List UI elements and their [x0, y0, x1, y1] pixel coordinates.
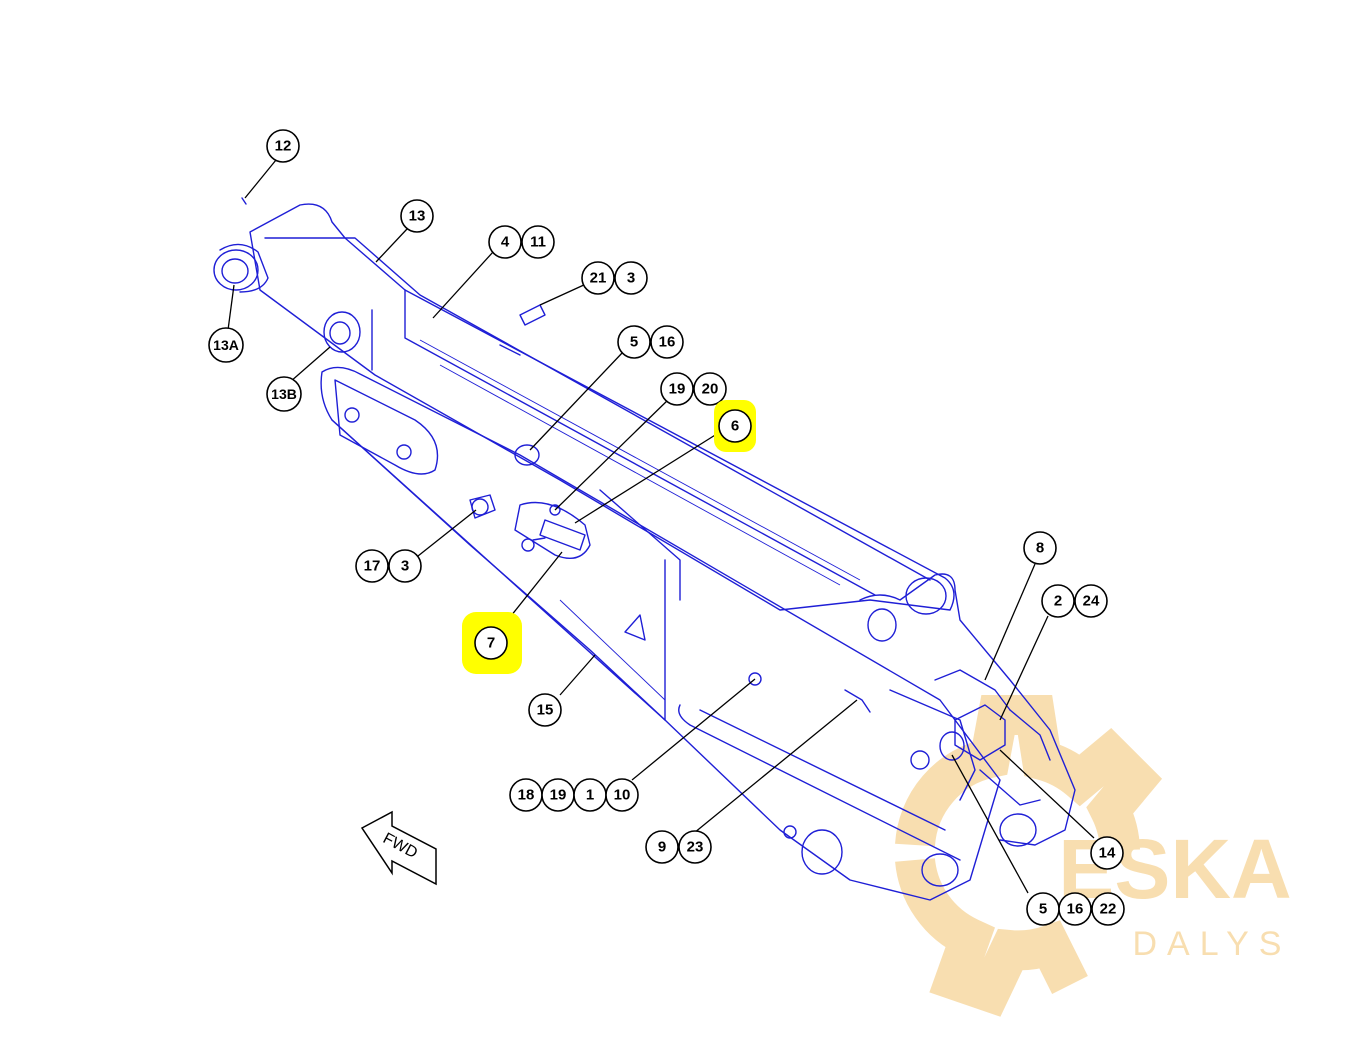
callout-label: 1 [586, 787, 594, 804]
pivot-13a [213, 249, 259, 291]
callout-6-highlighted[interactable]: 6 [714, 400, 756, 452]
callout-12[interactable]: 12 [266, 129, 300, 163]
callout-4-11[interactable]: 4 11 [488, 225, 555, 259]
pivot-13b [323, 311, 361, 353]
watermark-sub: DALYS [1133, 925, 1292, 963]
hex-nut [954, 704, 1006, 761]
callout-label: 17 [364, 558, 381, 575]
callout-7-highlighted[interactable]: 7 [462, 612, 522, 674]
callout-label: 10 [614, 787, 631, 804]
fwd-arrow-icon: FWD [360, 810, 437, 886]
callout-label: 16 [1067, 901, 1084, 918]
callout-label: 22 [1100, 901, 1117, 918]
callout-label: 4 [501, 234, 510, 251]
callout-13b[interactable]: 13B [266, 376, 302, 412]
callout-label: 3 [627, 270, 635, 287]
callout-19-20[interactable]: 19 20 [660, 372, 727, 406]
callout-17-3[interactable]: 17 3 [355, 549, 422, 583]
callout-5-16[interactable]: 5 16 [617, 325, 684, 359]
callout-5-16-22[interactable]: 5 16 22 [1026, 892, 1125, 926]
callout-label: 8 [1036, 540, 1044, 557]
watermark-logo: ESKA DALYS [895, 695, 1292, 1017]
callout-label: 13 [409, 208, 426, 225]
callout-label: 23 [687, 839, 704, 856]
boom-upper-body [249, 203, 955, 611]
callout-label: 11 [530, 234, 546, 251]
callout-15[interactable]: 15 [528, 693, 562, 727]
callout-13[interactable]: 13 [400, 199, 434, 233]
callout-label: 5 [1039, 901, 1047, 918]
callout-label: 21 [590, 270, 607, 287]
clamp-block [514, 501, 591, 559]
callout-8[interactable]: 8 [1023, 531, 1057, 565]
callout-label: 19 [669, 381, 686, 398]
gear-icon [895, 695, 1163, 1017]
callout-14[interactable]: 14 [1090, 836, 1124, 870]
callout-label: 13B [271, 386, 297, 402]
callout-label: 3 [401, 558, 409, 575]
callout-9-23[interactable]: 9 23 [645, 830, 712, 864]
callout-2-24[interactable]: 2 24 [1041, 584, 1108, 618]
callout-label: 16 [659, 334, 676, 351]
boom-lower-body [320, 366, 1001, 901]
callout-label: 12 [275, 138, 292, 155]
callout-21-3[interactable]: 21 3 [581, 261, 648, 295]
callout-label: 14 [1099, 845, 1116, 862]
callout-label: 13A [213, 337, 239, 353]
callout-label: 20 [702, 381, 719, 398]
callout-18-19-1-10[interactable]: 18 19 1 10 [509, 778, 639, 812]
boom-drawing [213, 197, 1076, 901]
callout-label: 9 [658, 839, 666, 856]
callout-label: 5 [630, 334, 638, 351]
callout-label: 15 [537, 702, 554, 719]
callout-label: 6 [731, 418, 739, 435]
callouts: 12 13 4 11 21 3 13A 13B 5 [208, 129, 1125, 926]
callout-13a[interactable]: 13A [208, 327, 244, 363]
callout-label: 24 [1083, 593, 1100, 610]
callout-label: 19 [550, 787, 567, 804]
callout-label: 18 [518, 787, 535, 804]
leader-lines [227, 159, 1095, 894]
callout-label: 2 [1054, 593, 1062, 610]
callout-label: 7 [487, 635, 495, 652]
